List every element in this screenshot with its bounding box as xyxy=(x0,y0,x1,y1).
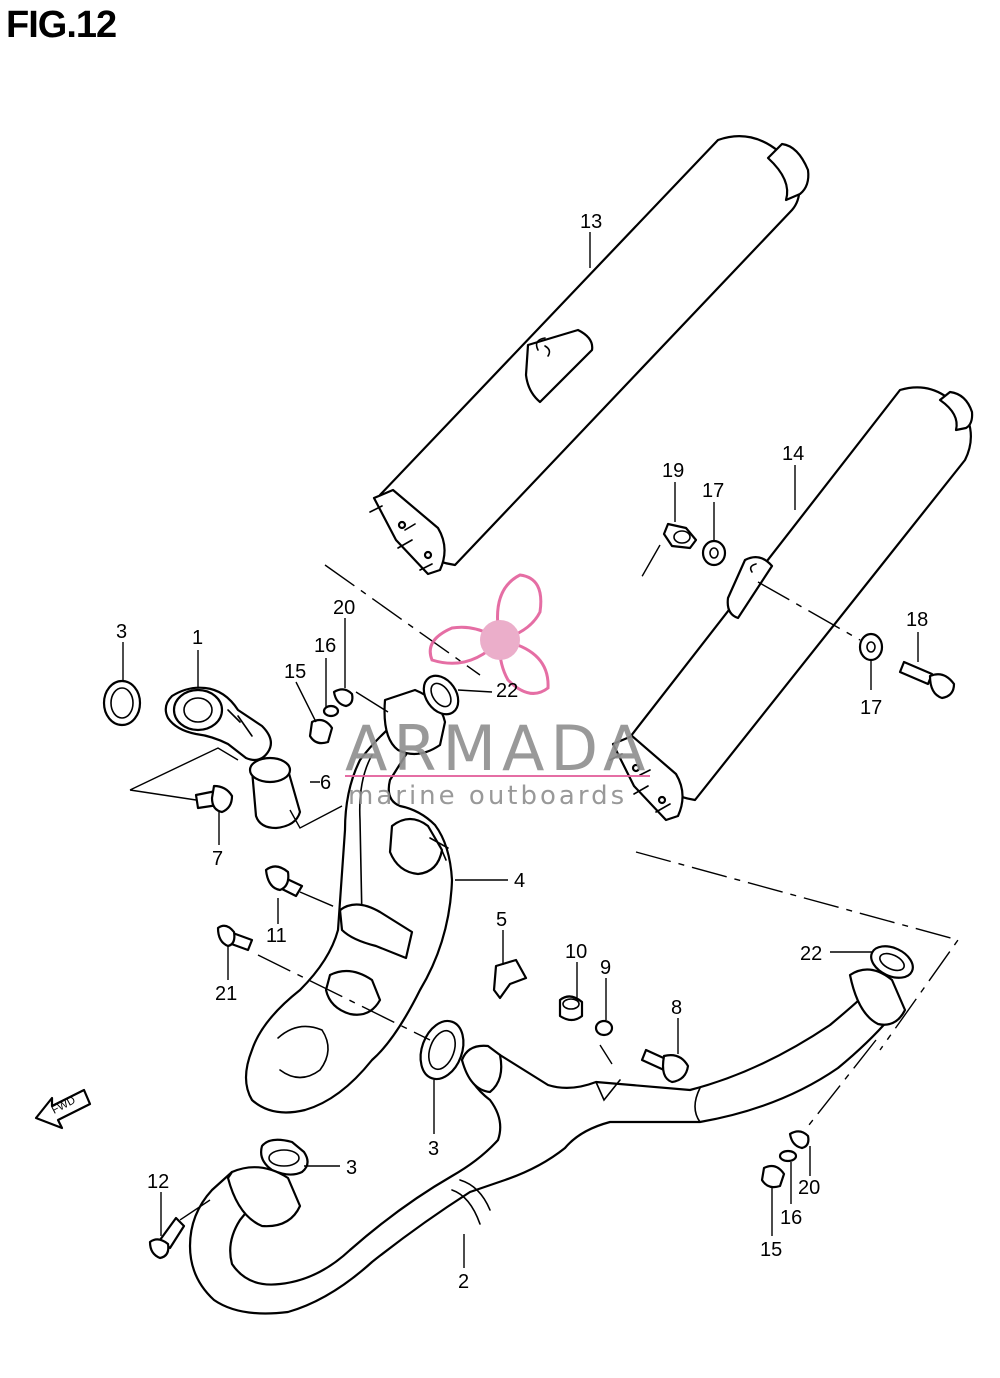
gasket-3-lower[interactable] xyxy=(260,1138,309,1176)
callout-12: 12 xyxy=(147,1171,169,1193)
clamp-20-lower[interactable] xyxy=(788,1130,810,1150)
callout-3: 3 xyxy=(428,1138,439,1160)
callout-5: 5 xyxy=(496,909,507,931)
callout-7: 7 xyxy=(212,848,223,870)
connecting-pipe-2[interactable] xyxy=(188,968,907,1315)
callout-10: 10 xyxy=(565,941,587,963)
callout-2: 2 xyxy=(458,1271,469,1293)
muffler-lower[interactable] xyxy=(609,386,974,822)
callout-22: 22 xyxy=(496,680,518,702)
callout-6: 6 xyxy=(320,772,331,794)
washer-16-lower[interactable] xyxy=(778,1149,798,1163)
gasket-3-middle[interactable] xyxy=(413,1015,471,1085)
callout-1: 1 xyxy=(192,627,203,649)
watermark-brand: ARMADA xyxy=(345,712,651,785)
washer-9[interactable] xyxy=(594,1019,614,1037)
washer-17-lower[interactable] xyxy=(858,632,884,662)
callout-19: 19 xyxy=(662,460,684,482)
callout-9: 9 xyxy=(600,957,611,979)
callout-13: 13 xyxy=(580,211,602,233)
sleeve-6[interactable] xyxy=(248,756,302,830)
muffler-upper[interactable] xyxy=(369,135,810,576)
callouts: 1 2 3 3 3 4 5 6 7 8 9 10 11 12 13 14 15 … xyxy=(116,211,928,1293)
fwd-arrow-icon: FWD xyxy=(34,1088,92,1130)
callout-3: 3 xyxy=(346,1157,357,1179)
callout-15: 15 xyxy=(284,661,306,683)
washer-17-upper[interactable] xyxy=(701,539,727,567)
watermark-tagline: marine outboards xyxy=(348,781,627,811)
center-pipe-4[interactable] xyxy=(244,688,454,1114)
callout-8: 8 xyxy=(671,997,682,1019)
clamp-20-upper[interactable] xyxy=(332,688,354,708)
callout-16: 16 xyxy=(314,635,336,657)
bolt-18[interactable] xyxy=(898,660,956,700)
callout-4: 4 xyxy=(514,870,525,892)
bolt-8[interactable] xyxy=(640,1048,690,1084)
gasket-22-upper[interactable] xyxy=(417,669,466,721)
callout-17: 17 xyxy=(860,697,882,719)
propeller-logo-icon xyxy=(428,573,550,695)
watermark: ARMADA marine outboards xyxy=(345,573,651,811)
figure-title: FIG.12 xyxy=(6,4,117,46)
bolt-21[interactable] xyxy=(216,924,254,952)
callout-20: 20 xyxy=(333,597,355,619)
leader-lines xyxy=(122,232,919,1268)
callout-22: 22 xyxy=(800,943,822,965)
callout-21: 21 xyxy=(215,983,237,1005)
gasket-22-lower[interactable] xyxy=(866,940,918,984)
callout-3: 3 xyxy=(116,621,127,643)
nut-19[interactable] xyxy=(662,522,698,550)
callout-11: 11 xyxy=(266,925,287,947)
gasket-3-upper-left[interactable] xyxy=(102,679,142,727)
callout-14: 14 xyxy=(782,443,804,465)
bracket-5[interactable] xyxy=(492,958,528,1000)
callout-20: 20 xyxy=(798,1177,820,1199)
callout-18: 18 xyxy=(906,609,928,631)
bolt-11[interactable] xyxy=(264,865,304,898)
nut-15-lower[interactable] xyxy=(760,1164,786,1189)
callout-17: 17 xyxy=(702,480,724,502)
nut-10[interactable] xyxy=(558,995,584,1022)
callout-16: 16 xyxy=(780,1207,802,1229)
callout-15: 15 xyxy=(760,1239,782,1261)
assembly-lines xyxy=(179,544,960,1221)
bolt-7[interactable] xyxy=(194,784,234,814)
exhaust-pipe-1[interactable] xyxy=(164,686,273,762)
washer-16-upper[interactable] xyxy=(322,704,340,718)
nut-15-upper[interactable] xyxy=(308,718,334,745)
bolt-12[interactable] xyxy=(148,1216,186,1260)
